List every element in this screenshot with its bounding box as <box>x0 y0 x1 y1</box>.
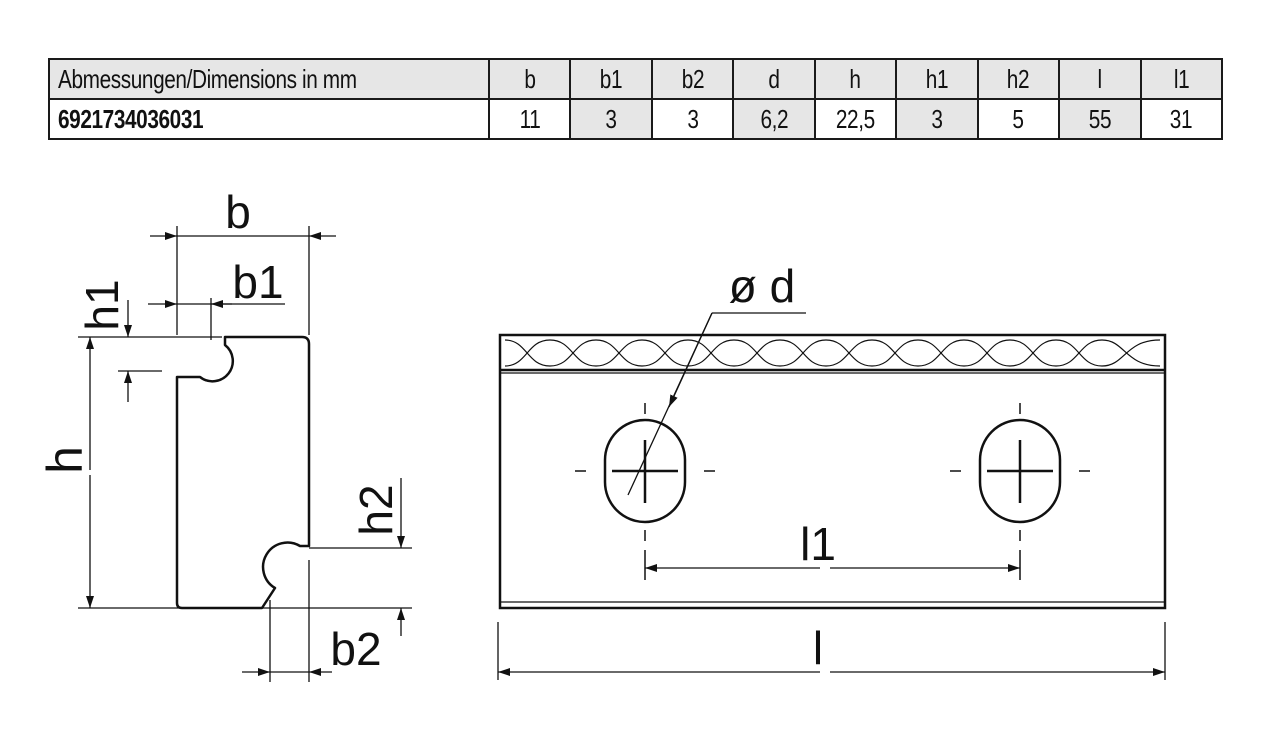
label-l: l <box>813 622 823 674</box>
label-l1: l1 <box>800 518 836 570</box>
label-b2: b2 <box>330 623 381 675</box>
column-header-b2: b2 <box>650 58 735 100</box>
dimension-h2 <box>262 478 412 636</box>
column-header-l: l <box>1058 58 1142 100</box>
dimension-b1 <box>148 298 285 340</box>
value-h2: 5 <box>976 98 1061 140</box>
column-header-b1: b1 <box>569 58 653 100</box>
label-h: h <box>37 446 93 474</box>
dimension-h1 <box>118 300 222 402</box>
slot-hole-left <box>575 403 715 580</box>
column-header-h: h <box>813 58 898 100</box>
part-number-cell: 6921734036031 <box>48 98 490 140</box>
column-header-h1: h1 <box>895 58 979 100</box>
dimension-b <box>150 226 336 335</box>
value-h1: 3 <box>895 98 979 140</box>
value-l1: 31 <box>1139 98 1223 140</box>
value-d: 6,2 <box>732 98 816 140</box>
table-row: 6921734036031 11 3 3 6,2 22,5 3 5 55 31 <box>48 98 1223 140</box>
value-l: 55 <box>1058 98 1142 140</box>
column-header-b: b <box>487 58 572 100</box>
rail-curved-edge <box>504 339 1161 367</box>
value-h: 22,5 <box>813 98 898 140</box>
value-b1: 3 <box>569 98 653 140</box>
profile-outline <box>175 335 311 610</box>
label-h1: h1 <box>76 279 128 330</box>
slot-hole-right <box>950 403 1090 580</box>
value-b2: 3 <box>650 98 735 140</box>
label-b1: b1 <box>232 256 283 308</box>
header-label-cell: Abmessungen/Dimensions in mm <box>48 58 490 100</box>
side-profile-view: b b1 h1 h <box>37 186 412 682</box>
column-header-l1: l1 <box>1139 58 1223 100</box>
value-b: 11 <box>487 98 572 140</box>
front-view: ø d l1 l <box>497 260 1167 680</box>
dimension-b2 <box>242 560 332 682</box>
dimension-h <box>78 336 262 609</box>
label-h2: h2 <box>350 484 402 535</box>
label-d: ø d <box>729 260 795 312</box>
dimension-l <box>497 622 1166 680</box>
dimension-d <box>627 312 806 496</box>
column-header-d: d <box>732 58 816 100</box>
column-header-h2: h2 <box>976 58 1061 100</box>
rail-body <box>498 333 1167 610</box>
dimensions-table: Abmessungen/Dimensions in mm b b1 b2 d h… <box>48 58 1223 140</box>
table-header-row: Abmessungen/Dimensions in mm b b1 b2 d h… <box>48 58 1223 100</box>
label-b: b <box>225 186 251 238</box>
